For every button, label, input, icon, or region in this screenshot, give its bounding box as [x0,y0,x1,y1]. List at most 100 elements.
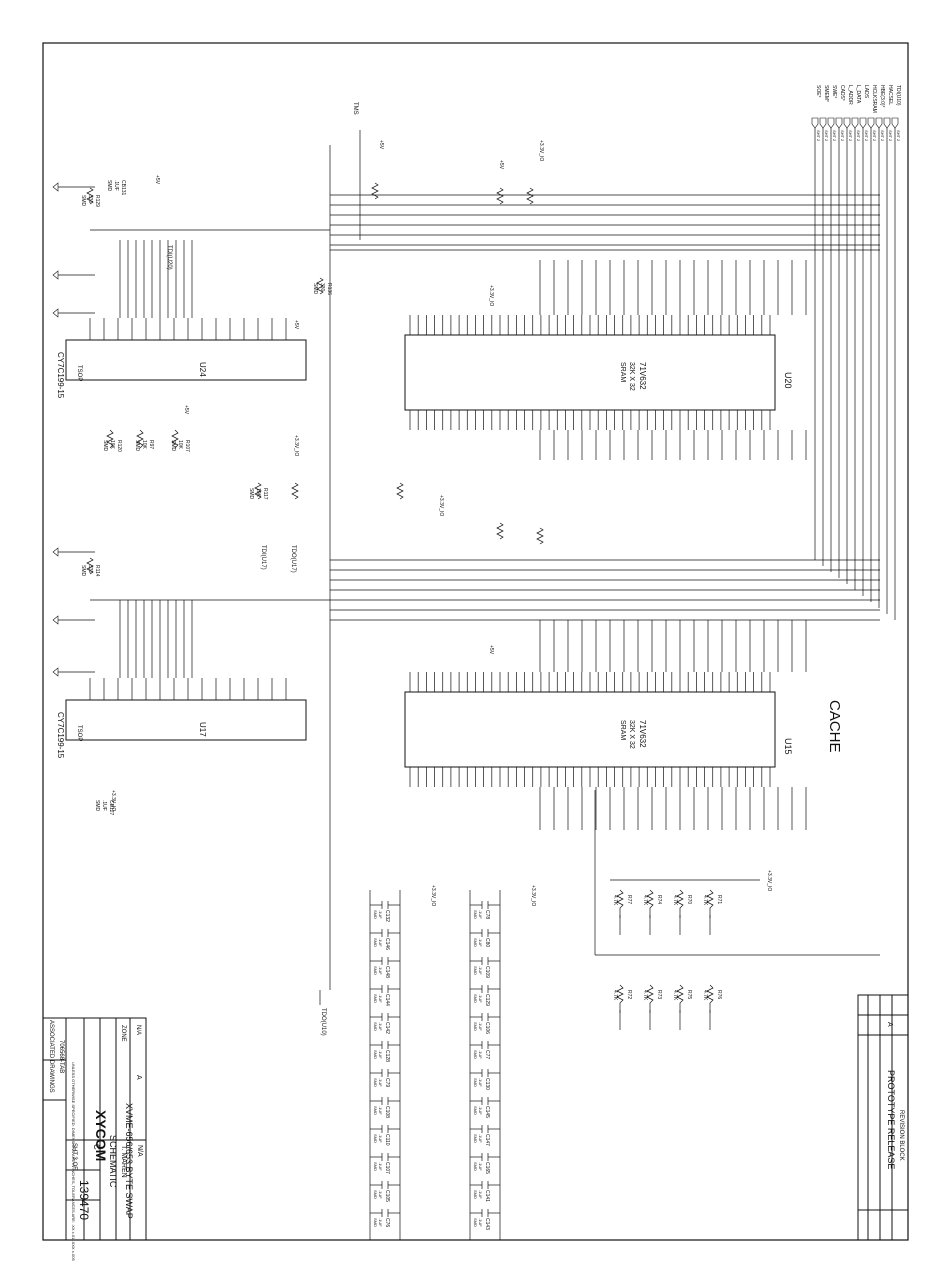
cap-value: .1UF [378,1190,383,1199]
cap-value: .1UF [478,1106,483,1115]
cap-value: .1UF [478,1078,483,1087]
cap-value: .1UF [378,1106,383,1115]
cap-ref: C142 [384,1022,390,1034]
date: N/A [136,1145,143,1157]
port-flag [859,117,867,129]
cap-ref: C147 [484,1134,490,1146]
cap-pkg: SMD [473,994,478,1003]
cap-ref: C146 [384,938,390,950]
power-label: +3.3V_IO [110,790,116,811]
cap-value: .1UF [378,938,383,947]
drawing-size: C [92,1144,101,1150]
component-value: 10K [177,440,183,450]
pullup-ref: R75 [686,990,692,999]
u20-sram: U20 71V632 32K X 32 SRAM [404,315,793,430]
pullup-value: 4.7K [702,990,708,1001]
pullup-value: 4.7K [642,990,648,1001]
power-label: +3.3V_IO [538,140,544,161]
resistor [396,482,404,500]
top-port-label: SMEM* [823,85,829,102]
top-port: CADS*SHT 2 [835,85,845,142]
cap-value: .1UF [378,1218,383,1227]
component-ref: R136 [326,283,332,295]
component-pkg: SMD [248,488,254,500]
top-port-ref: SHT 2 [848,130,853,142]
top-port-label: SWE* [831,85,837,98]
power-label: +5V [154,175,160,185]
resistor [316,277,324,295]
resistor [496,187,504,205]
cap-ref: C130 [484,1078,490,1090]
tdi-u17-label: TDI(U17) [260,545,266,570]
cap-pkg: SMD [473,938,478,947]
power-label: +5V [293,320,299,330]
cap-value: .1UF [378,1022,383,1031]
resistor [171,429,179,449]
top-port-label: TDI(U10) [895,85,901,106]
resistor [496,522,504,540]
top-port-label: HCLKSRAM [871,85,877,113]
decoupling-caps: C132.1UFSMDC146.1UFSMDC148.1UFSMDC144.1U… [369,885,536,1240]
cap-ref: C76 [384,1218,390,1227]
next-assy: 706568-TAB [58,1040,64,1073]
component-ref: R120 [116,440,122,452]
resistor [676,889,684,918]
u24-part: CY7C199-15 [56,352,65,399]
component-pkg: SMD [80,195,86,207]
pullup-ref: R74 [656,895,662,904]
cap-value: .1UF [378,966,383,975]
ground-symbol [52,547,59,557]
resistor [536,527,544,545]
u17-ref: U17 [198,722,207,737]
zone-label: ZONE [120,1025,126,1042]
u17-pkg: TSOP [76,725,82,741]
pullup-value: 4.7K [642,895,648,906]
cap-ref: C110 [384,1134,390,1146]
cap-ref: C106 [484,1022,490,1034]
component-ref: R114 [94,565,100,577]
pullup-value: 4.7K [612,895,618,906]
cap-value: .1UF [378,1078,383,1087]
resistor [646,984,654,1013]
resistor [646,889,654,918]
port-flag [891,117,899,129]
power-label: +5V [488,645,494,655]
top-port: HBE(3:0)*SHT 2 [875,85,885,142]
ground-symbol [52,615,59,625]
cap-pkg: SMD [473,1134,478,1143]
ground-symbol [52,667,59,677]
power-label: +3.3V_IO [438,495,444,516]
u15-ref: U15 [783,738,793,755]
component-value: .1UF [113,180,119,191]
cap-value: .1UF [478,1022,483,1031]
tms-label: TMS [352,102,358,115]
cap-pkg: SMD [373,1162,378,1171]
cap-pkg: SMD [373,1106,378,1115]
port-flag [811,117,819,129]
component-value: 10K [255,488,261,498]
cap-ref: C109 [484,966,490,978]
u20-ref: U20 [783,372,793,389]
cap-value: .1UF [478,994,483,1003]
port-flag [843,117,851,129]
component-ref: R107 [184,440,190,452]
company-name: XYCOM [93,1110,109,1161]
component-pkg: SMD [312,283,318,295]
component-value: 330 [319,283,325,292]
top-port-ref: SHT 2 [840,130,845,142]
cap-ref: C128 [384,1050,390,1062]
u20-part: 71V632 [638,362,647,390]
